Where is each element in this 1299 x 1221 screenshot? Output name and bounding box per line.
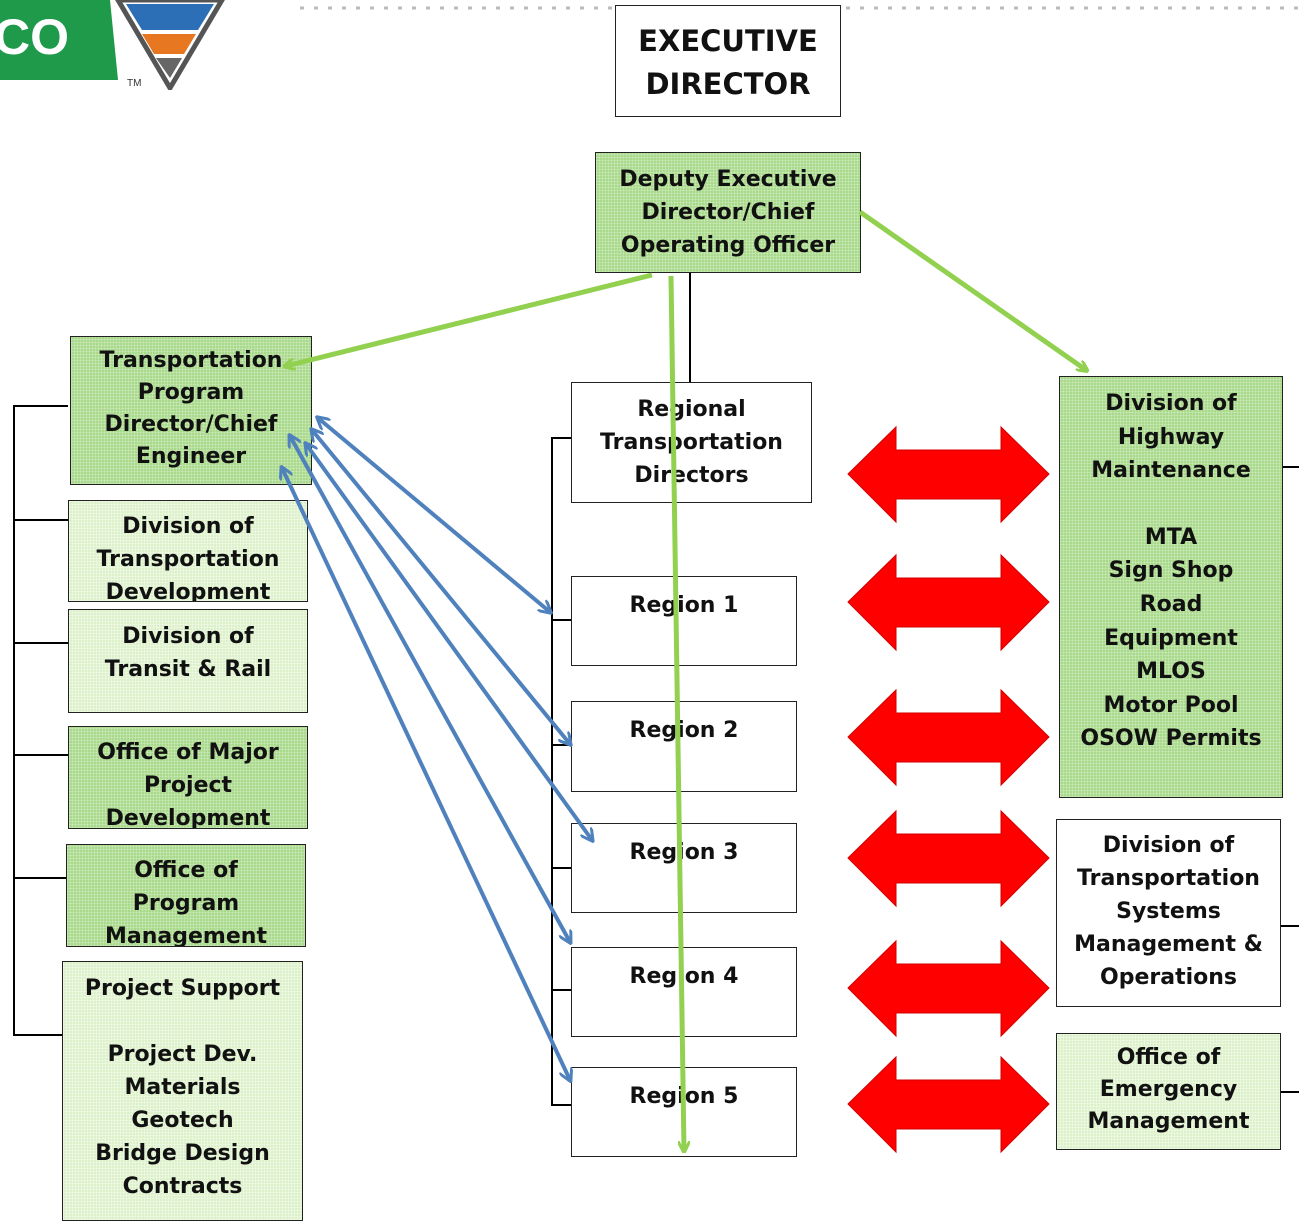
highway-maintenance-box: Division of Highway Maintenance MTA Sign…	[1059, 376, 1283, 798]
logo-badge-blue	[126, 4, 214, 30]
tdev-line-2: Transportation	[96, 547, 280, 572]
highway-line-5: MTA	[1144, 524, 1198, 550]
region-3-box: Region 3	[571, 823, 797, 913]
highway-line-8: Equipment	[1104, 625, 1238, 651]
project-support-line-1: Project Support	[84, 976, 281, 1001]
major-project-line-1: Office of Major	[97, 740, 279, 765]
red-arrow-region-4	[847, 939, 1050, 1038]
region-1-box: Region 1	[571, 576, 797, 666]
executive-director-box: EXECUTIVE DIRECTOR	[615, 5, 841, 117]
region-2-box: Region 2	[571, 701, 797, 792]
logo-trademark: TM	[127, 78, 141, 89]
logo-badge-orange	[142, 34, 196, 54]
red-arrow-region-3	[847, 809, 1050, 908]
region-3-label: Region 3	[629, 840, 739, 865]
green-arrow-to-highway-maintenance	[858, 209, 1086, 370]
program-mgmt-line-2: Program	[132, 891, 240, 916]
highway-line-11: OSOW Permits	[1080, 726, 1262, 752]
regional-line-2: Transportation	[600, 430, 783, 455]
blue-arrow-region-5	[282, 468, 570, 1080]
logo-green-triangle	[0, 0, 118, 80]
chief-engineer-line-3: Director/Chief	[104, 412, 278, 437]
transit-line-2: Transit & Rail	[104, 657, 272, 682]
project-support-line-7: Contracts	[122, 1174, 243, 1199]
systems-management-operations-box: Division of Transportation Systems Manag…	[1056, 819, 1281, 1007]
transit-rail-box: Division of Transit & Rail	[68, 609, 308, 713]
tsmo-line-4: Management &	[1074, 932, 1263, 957]
tsmo-line-2: Transportation	[1077, 866, 1260, 891]
project-support-line-4: Materials	[124, 1075, 241, 1100]
tsmo-line-1: Division of	[1102, 833, 1235, 858]
transportation-development-box: Division of Transportation Development	[68, 500, 308, 602]
program-mgmt-line-3: Management	[105, 924, 267, 947]
region-2-label: Region 2	[629, 718, 739, 743]
transit-line-1: Division of	[122, 624, 254, 649]
highway-line-6: Sign Shop	[1108, 558, 1234, 584]
highway-line-7: Road	[1139, 591, 1203, 617]
emergency-line-2: Emergency	[1099, 1077, 1238, 1102]
blue-arrow-region-3	[306, 444, 592, 840]
deputy-line-2: Director/Chief	[641, 200, 815, 225]
tsmo-line-5: Operations	[1100, 965, 1237, 990]
highway-line-2: Highway	[1117, 424, 1225, 450]
highway-line-9: MLOS	[1136, 659, 1206, 685]
regional-line-1: Regional	[637, 397, 746, 422]
emergency-management-box: Office of Emergency Management	[1056, 1033, 1281, 1150]
cdot-logo: CO TM	[0, 0, 225, 90]
chief-engineer-line-2: Program	[137, 380, 245, 405]
emergency-line-3: Management	[1087, 1109, 1250, 1134]
project-support-line-6: Bridge Design	[95, 1141, 270, 1166]
deputy-executive-director-box: Deputy Executive Director/Chief Operatin…	[595, 152, 861, 273]
major-project-development-box: Office of Major Project Development	[68, 726, 308, 829]
chief-engineer-line-1: Transportation	[99, 348, 283, 373]
deputy-line-1: Deputy Executive	[619, 167, 837, 192]
red-arrow-region-2	[847, 688, 1050, 787]
region-1-label: Region 1	[629, 593, 739, 618]
tdev-line-1: Division of	[122, 514, 254, 539]
highway-line-10: Motor Pool	[1103, 692, 1239, 718]
project-support-line-5: Geotech	[131, 1108, 234, 1133]
blue-arrow-region-1	[318, 418, 550, 612]
logo-text: CO	[0, 9, 69, 65]
emergency-line-1: Office of	[1116, 1045, 1221, 1070]
program-mgmt-line-1: Office of	[134, 858, 238, 883]
green-arrow-to-chief-engineer	[286, 272, 653, 366]
chief-engineer-line-4: Engineer	[135, 444, 247, 469]
red-arrow-region-5	[847, 1055, 1050, 1154]
project-support-box: Project Support Project Dev. Materials G…	[62, 961, 303, 1221]
executive-line-2: DIRECTOR	[645, 67, 811, 101]
logo-badge-grey	[156, 58, 182, 78]
executive-line-1: EXECUTIVE	[638, 24, 818, 58]
project-support-line-3: Project Dev.	[107, 1042, 258, 1067]
red-arrow-region-1	[847, 553, 1050, 652]
regional-directors-box: Regional Transportation Directors	[571, 382, 812, 503]
major-project-line-3: Development	[105, 806, 271, 829]
highway-line-3: Maintenance	[1091, 458, 1251, 484]
tdev-line-3: Development	[105, 580, 271, 602]
green-arrow-to-regions	[668, 275, 684, 1150]
regional-line-3: Directors	[634, 463, 749, 488]
tsmo-line-3: Systems	[1116, 899, 1221, 924]
program-management-box: Office of Program Management	[66, 844, 306, 947]
blue-arrow-region-2	[312, 430, 570, 744]
highway-line-1: Division of	[1105, 391, 1237, 416]
chief-engineer-box: Transportation Program Director/Chief En…	[70, 336, 312, 485]
red-arrow-directors	[847, 425, 1050, 524]
deputy-line-3: Operating Officer	[620, 233, 836, 258]
major-project-line-2: Project	[143, 773, 233, 798]
left-bracket	[13, 405, 68, 1036]
